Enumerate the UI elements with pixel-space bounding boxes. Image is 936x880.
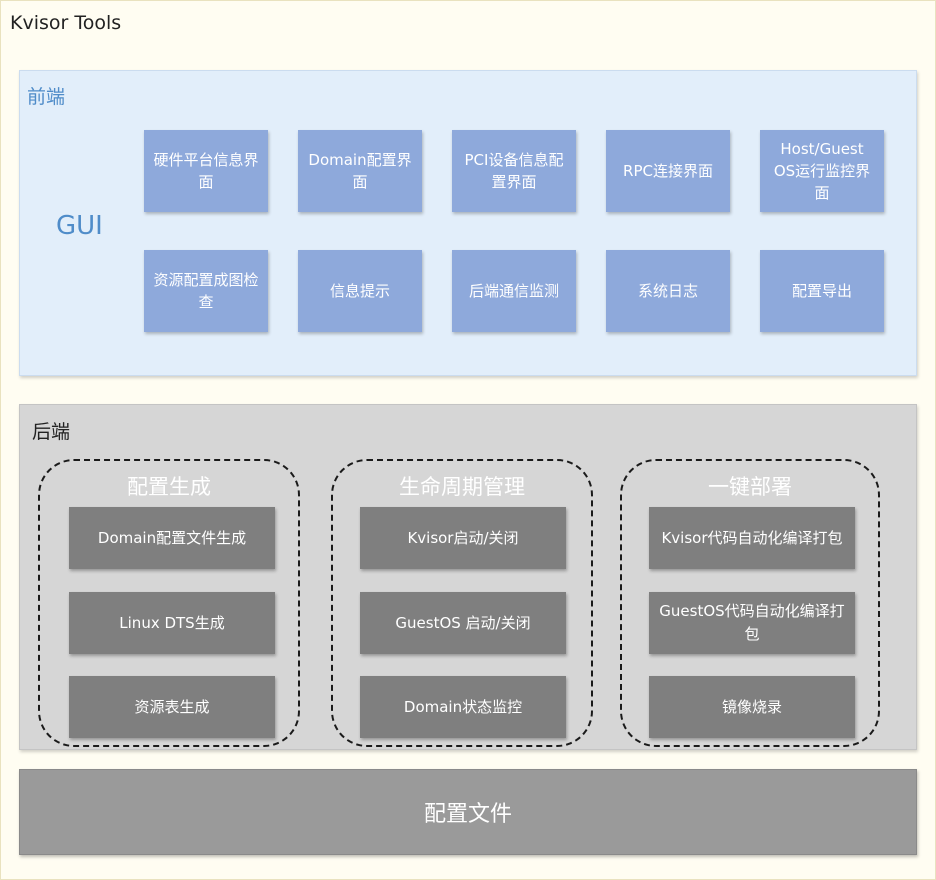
backend-box: Domain状态监控 [360,676,566,738]
frontend-box-os-monitor: Host/Guest OS运行监控界面 [760,130,884,212]
group-lifecycle: 生命周期管理 Kvisor启动/关闭 GuestOS 启动/关闭 Domain状… [331,459,593,747]
frontend-box-hardware-info: 硬件平台信息界面 [144,130,268,212]
config-file-bar: 配置文件 [19,769,917,855]
backend-panel: 后端 配置生成 Domain配置文件生成 Linux DTS生成 资源表生成 生… [19,404,917,750]
frontend-label: 前端 [27,86,66,108]
backend-box: Domain配置文件生成 [69,507,275,569]
backend-box: Linux DTS生成 [69,592,275,654]
backend-label: 后端 [32,421,71,443]
frontend-box-backend-monitor: 后端通信监测 [452,250,576,332]
group-config-generation: 配置生成 Domain配置文件生成 Linux DTS生成 资源表生成 [38,459,300,747]
frontend-panel: 前端 GUI 硬件平台信息界面 Domain配置界面 PCI设备信息配置界面 R… [19,70,917,376]
group-one-click-deploy: 一键部署 Kvisor代码自动化编译打包 GuestOS代码自动化编译打包 镜像… [620,459,880,747]
backend-box: Kvisor启动/关闭 [360,507,566,569]
backend-box: 资源表生成 [69,676,275,738]
group-title: 生命周期管理 [399,475,525,499]
group-title: 配置生成 [127,475,211,499]
frontend-box-pci-config: PCI设备信息配置界面 [452,130,576,212]
gui-label: GUI [56,211,103,241]
frontend-box-config-export: 配置导出 [760,250,884,332]
frontend-box-domain-config: Domain配置界面 [298,130,422,212]
frontend-box-info-prompt: 信息提示 [298,250,422,332]
backend-box: 镜像烧录 [649,676,855,738]
backend-box: GuestOS 启动/关闭 [360,592,566,654]
group-title: 一键部署 [708,475,792,499]
backend-box: GuestOS代码自动化编译打包 [649,592,855,654]
frontend-box-system-log: 系统日志 [606,250,730,332]
backend-box: Kvisor代码自动化编译打包 [649,507,855,569]
frontend-box-resource-check: 资源配置成图检查 [144,250,268,332]
diagram-title: Kvisor Tools [10,12,122,34]
frontend-box-rpc: RPC连接界面 [606,130,730,212]
